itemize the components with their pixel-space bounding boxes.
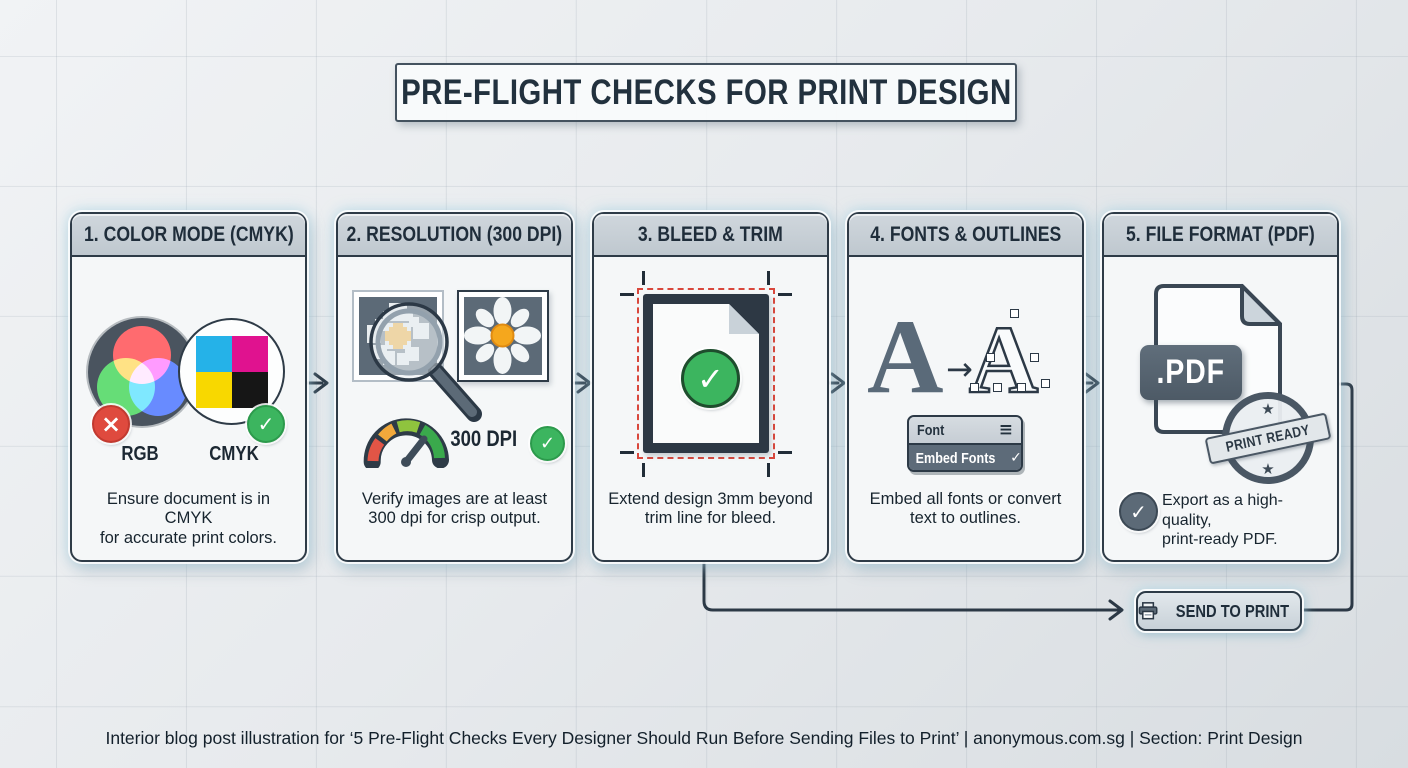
high-res-image-icon [457,290,549,382]
trim-mark [642,271,645,285]
card-bleed-trim-caption: Extend design 3mm beyond trim line for b… [604,490,817,529]
check-glyph: ✓ [1130,499,1147,524]
card-fonts-outlines-caption: Embed all fonts or convert text to outli… [859,490,1072,529]
send-to-print-label: SEND TO PRINT [1175,600,1290,621]
magenta-swatch [232,336,268,372]
pdf-label-badge: .PDF [1140,345,1242,400]
card-color-mode-title: 1. COLOR MODE (CMYK) [83,222,294,246]
low-res-image-icon [352,290,444,382]
card-file-format-title: 5. FILE FORMAT (PDF) [1126,222,1315,246]
trim-mark [620,293,634,296]
send-to-print-button[interactable]: SEND TO PRINT [1136,591,1302,631]
card-color-mode-header: 1. COLOR MODE (CMYK) [72,214,305,257]
cyan-swatch [196,336,232,372]
page-title: PRE-FLIGHT CHECKS FOR PRINT DESIGN [395,63,1017,122]
caption-line: Verify images are at least [361,490,548,508]
bezier-node [970,383,979,392]
arrow-right-icon: → [946,350,973,388]
printer-icon [1138,602,1158,620]
card-color-mode-caption: Ensure document is in CMYK for accurate … [82,490,295,548]
card-resolution-caption: Verify images are at least 300 dpi for c… [348,490,561,529]
star-icon: ★ [1261,400,1275,418]
bezier-node [1041,379,1050,388]
print-ready-stamp: ★ ★ PRINT READY [1204,392,1332,484]
card-resolution-header: 2. RESOLUTION (300 DPI) [338,214,571,257]
caption-line: trim line for bleed. [644,509,777,528]
cmyk-grid [196,336,268,408]
font-menu-panel: Font ≡ Embed Fonts ✓ [907,415,1023,472]
cmyk-swatch-icon [178,318,285,425]
caption-line: text to outlines. [910,509,1021,528]
rgb-label: RGB [121,443,159,465]
font-menu-title: Font [917,421,945,439]
caption-line: Export as a high-quality, [1162,492,1283,529]
caption-line: for accurate print colors. [100,528,277,547]
cross-icon: × [92,405,130,443]
cmyk-label: CMYK [209,443,259,465]
card-fonts-outlines-header: 4. FONTS & OUTLINES [849,214,1082,257]
hamburger-icon: ≡ [998,420,1013,440]
check-icon: ✓ [247,405,285,443]
page-title-text: PRE-FLIGHT CHECKS FOR PRINT DESIGN [400,72,1012,112]
check-glyph: ✓ [697,359,724,398]
pdf-label: .PDF [1156,353,1226,391]
cross-glyph: × [100,410,122,438]
bezier-node [986,353,995,362]
black-swatch [232,372,268,408]
magnifier-icon [369,302,482,422]
check-icon: ✓ [681,349,740,408]
card-bleed-trim: 3. BLEED & TRIM ✓ Extend design 3mm beyo… [592,212,829,562]
trim-mark [767,271,770,285]
solid-letter: A [867,298,944,415]
trim-mark [767,463,770,477]
check-glyph: ✓ [257,412,275,436]
card-file-format-header: 5. FILE FORMAT (PDF) [1104,214,1337,257]
check-icon: ✓ [530,426,565,461]
bezier-node [1017,383,1026,392]
dpi-gauge-icon [363,418,449,468]
trim-mark [778,293,792,296]
check-icon: ✓ [1119,492,1158,531]
font-menu-titlebar: Font ≡ [909,417,1021,445]
caption-line: 300 dpi for crisp output. [368,509,541,528]
card-file-format-caption: Export as a high-quality, print-ready PD… [1162,491,1332,550]
card-resolution-title: 2. RESOLUTION (300 DPI) [346,222,563,246]
embed-fonts-menu-item: Embed Fonts ✓ [909,445,1022,470]
card-file-format: 5. FILE FORMAT (PDF) .PDF ★ ★ PRINT READ… [1102,212,1339,562]
trim-mark [620,451,634,454]
crisp-flower [464,297,541,374]
check-glyph: ✓ [539,433,556,454]
card-fonts-outlines: 4. FONTS & OUTLINES A → A Font ≡ Embed F… [847,212,1084,562]
caption-line: Embed all fonts or convert [869,490,1062,508]
card-bleed-trim-title: 3. BLEED & TRIM [637,222,784,246]
card-resolution: 2. RESOLUTION (300 DPI) [336,212,573,562]
caption-line: Ensure document is in CMYK [106,490,271,528]
embed-fonts-label: Embed Fonts [915,449,996,467]
bleed-line [637,288,775,459]
bezier-node [1030,353,1039,362]
rgb-blue-circle [129,358,187,416]
caption-line: Extend design 3mm beyond [608,490,813,508]
dpi-value: 300 DPI [450,426,518,451]
card-fonts-outlines-title: 4. FONTS & OUTLINES [869,222,1062,246]
check-glyph: ✓ [1010,450,1022,466]
outline-letter: A [968,306,1040,413]
card-bleed-trim-header: 3. BLEED & TRIM [594,214,827,257]
yellow-swatch [196,372,232,408]
trim-mark [778,451,792,454]
caption-line: print-ready PDF. [1162,531,1278,549]
card-color-mode: 1. COLOR MODE (CMYK) × ✓ RGB CMYK Ensure… [70,212,307,562]
footer-caption: Interior blog post illustration for ‘5 P… [105,728,1303,748]
star-icon: ★ [1261,460,1275,478]
bezier-node [1010,309,1019,318]
bezier-node [993,383,1002,392]
trim-mark [642,463,645,477]
